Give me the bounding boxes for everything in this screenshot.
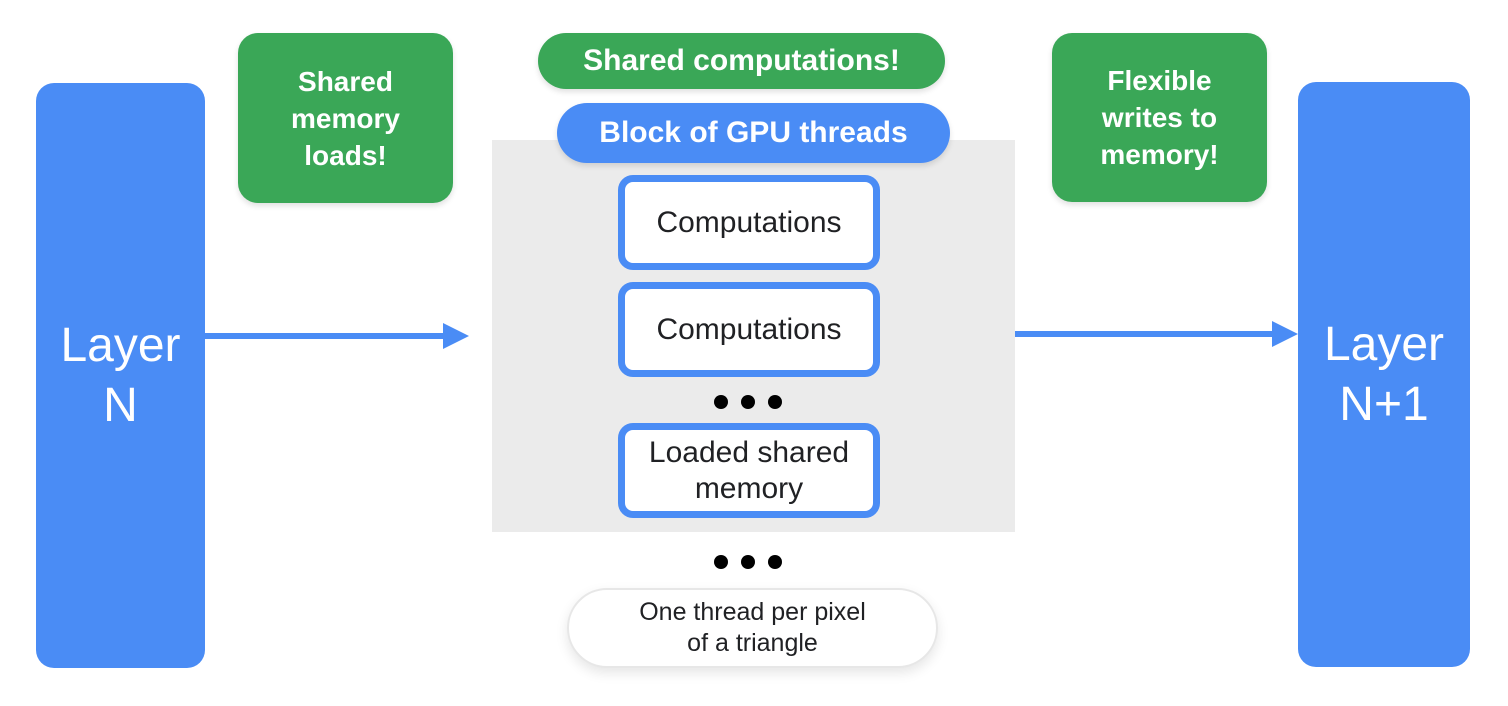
dot-icon [714, 395, 728, 409]
ellipsis-dots-icon [714, 555, 782, 569]
callout-flexible-writes-label: Flexible writes to memory! [1100, 65, 1219, 170]
computations-box-1-label: Computations [656, 205, 842, 239]
right-arrow-shaft [1014, 331, 1274, 337]
callout-shared-computations: Shared computations! [538, 33, 945, 89]
one-thread-per-pixel-label: One thread per pixel of a triangle [639, 598, 866, 657]
layer-n-plus-1-box: Layer N+1 [1298, 82, 1470, 667]
computations-box-2-label: Computations [656, 312, 842, 346]
dot-icon [714, 555, 728, 569]
callout-shared-memory-loads: Shared memory loads! [238, 33, 453, 203]
layer-n-box: Layer N [36, 83, 205, 668]
computations-box-1: Computations [618, 175, 880, 270]
dot-icon [741, 555, 755, 569]
one-thread-per-pixel-note: One thread per pixel of a triangle [567, 588, 938, 668]
layer-n-plus-1-label: Layer N+1 [1323, 317, 1445, 431]
computations-box-2: Computations [618, 282, 880, 377]
dot-icon [768, 395, 782, 409]
callout-shared-memory-loads-label: Shared memory loads! [291, 65, 400, 171]
right-arrow-icon [443, 323, 469, 349]
layer-n-label: Layer N [60, 318, 181, 432]
loaded-shared-memory-box: Loaded shared memory [618, 423, 880, 518]
callout-flexible-writes: Flexible writes to memory! [1052, 33, 1267, 202]
right-arrow-shaft [205, 333, 445, 339]
right-arrow-icon [1272, 321, 1298, 347]
dot-icon [768, 555, 782, 569]
block-of-gpu-threads-pill: Block of GPU threads [557, 103, 950, 163]
loaded-shared-memory-label: Loaded shared memory [648, 435, 850, 505]
dot-icon [741, 395, 755, 409]
ellipsis-dots-icon [714, 395, 782, 409]
block-of-gpu-threads-label: Block of GPU threads [599, 116, 908, 149]
callout-shared-computations-label: Shared computations! [583, 44, 900, 77]
